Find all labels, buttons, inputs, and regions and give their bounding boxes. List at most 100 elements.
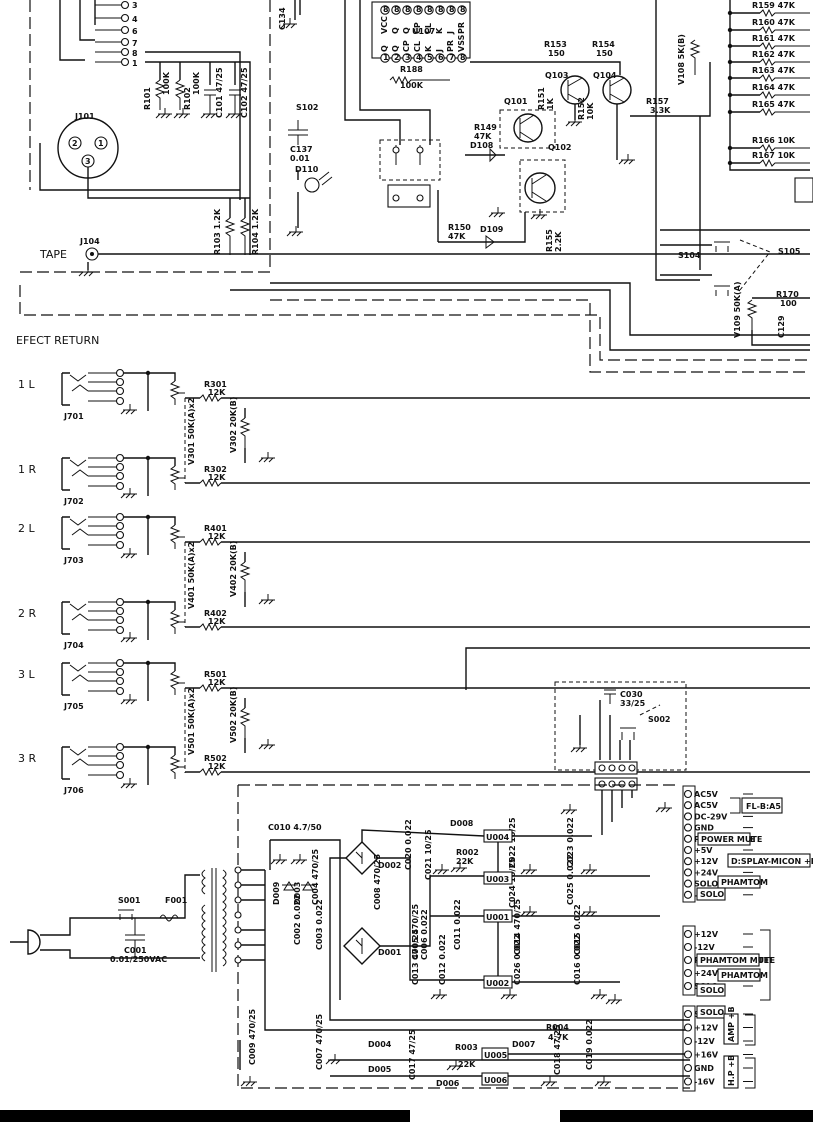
transistors-q103-q104: R153 150 R154 150 Q103 Q104 R152 10K	[470, 40, 632, 160]
psu-dashed-border	[237, 784, 690, 1089]
terminal	[115, 751, 125, 761]
d008-label: D008	[450, 819, 474, 828]
jack-label: J705	[63, 702, 84, 711]
rail-connector-body	[682, 1005, 696, 1092]
c001-value: 0.01/250VAC	[110, 955, 167, 964]
r101-value: 100K	[162, 71, 171, 95]
ground-symbol	[200, 108, 217, 119]
ground-symbol	[270, 854, 287, 865]
pin-8: 8	[132, 49, 138, 58]
r188-value: 100K	[400, 81, 424, 90]
dashed-boundary-2	[270, 299, 810, 373]
terminal	[115, 625, 125, 635]
channel-wire	[124, 746, 149, 785]
ground-symbol	[240, 1076, 257, 1087]
c014-label: C014 470/25	[513, 898, 522, 955]
channel-wire	[124, 516, 149, 555]
mix-resistor	[199, 537, 222, 547]
rail-label: +5V	[694, 846, 713, 855]
s102-block: S102 C137 0.01 D110	[288, 103, 333, 228]
r003-label: R003	[455, 1043, 478, 1052]
s001-label: S001	[118, 896, 141, 905]
c030-value: 33/25	[620, 699, 646, 708]
terminal	[115, 368, 125, 378]
r149-value: 47K	[474, 132, 492, 141]
jack-body	[61, 457, 70, 491]
jack-contacts	[69, 459, 89, 477]
ground-symbol	[570, 742, 587, 753]
ground-symbol	[580, 864, 597, 875]
mix-resistor-value: 12K	[208, 762, 226, 771]
u107-label: U107	[412, 27, 435, 36]
terminal	[115, 396, 125, 406]
r157-value: 3.3K	[650, 106, 671, 115]
u004-label: U004	[486, 833, 510, 842]
pot-element	[169, 380, 181, 405]
dashed-boundary-1	[19, 285, 810, 361]
r155-value: 2.2K	[554, 231, 563, 252]
ground-symbol	[655, 802, 672, 813]
ic-pin-top-fn: CL	[424, 23, 433, 34]
ground-symbol	[450, 862, 467, 873]
rail-label: AC5V	[694, 790, 719, 799]
j101-pin1: 1	[98, 139, 104, 148]
ladder-resistor	[759, 25, 810, 35]
r003-value: 22K	[458, 1060, 476, 1069]
channel-label: 1 R	[18, 463, 36, 476]
mix-resistor-label: R502	[204, 754, 227, 763]
ground-symbol	[290, 854, 307, 865]
r002-value: 22K	[456, 857, 474, 866]
ic-pin-top-num: 8	[383, 5, 389, 14]
c001-label: C001	[124, 946, 147, 955]
ground-symbol	[258, 594, 275, 605]
c018-label: C018 47/25	[553, 1024, 562, 1075]
ladder-resistor	[759, 90, 810, 100]
jack-j101: J101 2 1 3	[39, 112, 250, 199]
channel-label: 3 L	[18, 668, 35, 681]
terminal	[115, 377, 125, 387]
jack-contacts	[69, 518, 89, 536]
rail-connector-body	[682, 785, 696, 903]
ladder-resistor	[759, 57, 810, 67]
ic-pin-bottom	[424, 53, 434, 63]
terminal	[115, 462, 125, 472]
mix-resistor-label: R302	[204, 465, 227, 474]
ic-pin-bottom-fn: CL	[413, 41, 422, 52]
jack-body	[61, 516, 70, 550]
c012-label: C012 0.022	[438, 934, 447, 985]
ground-symbol	[618, 154, 635, 165]
balance-pot-label: V502 20K(B)	[229, 687, 238, 743]
ic-pin-top	[413, 5, 423, 15]
tag-solo-2: SOLO	[700, 986, 724, 995]
ground-symbol	[120, 404, 137, 415]
ic-pin-top	[424, 5, 434, 15]
ic-pin-bottom-num: 2	[394, 53, 400, 62]
jack-label: J702	[63, 497, 84, 506]
terminal	[115, 481, 125, 491]
r103-r104: R103 1.2K R104 1.2K	[213, 198, 260, 255]
ic-pin-top	[435, 5, 445, 15]
ground-symbol	[500, 989, 517, 1000]
rail-label: -16V	[694, 1078, 715, 1087]
r151-label: R151	[537, 87, 546, 110]
ic-pin-bottom-num: 3	[405, 53, 411, 62]
pin-7: 7	[132, 39, 138, 48]
jack-contacts	[69, 748, 89, 766]
scan-edge-band-right	[560, 1110, 813, 1122]
s002-block: C030 33/25 S002	[465, 647, 810, 835]
r149-label: R149	[474, 123, 497, 132]
jack-label: J701	[63, 412, 84, 421]
tag-phamtom-2: PHAMTOM	[721, 971, 768, 980]
ic-pin-bottom	[435, 53, 445, 63]
c025-label: C025 0.022	[566, 854, 575, 905]
r150-label: R150	[448, 223, 471, 232]
rail-terminal	[683, 789, 693, 799]
v109-r170: R170 100 V109 50K(A) C129	[733, 281, 810, 346]
mix-resistor-value: 12K	[208, 473, 226, 482]
r188-label: R188	[400, 65, 423, 74]
terminal	[115, 512, 125, 522]
ladder-resistor	[759, 73, 810, 83]
ground-symbol	[280, 18, 297, 29]
rail-label: +12V	[694, 1024, 719, 1033]
